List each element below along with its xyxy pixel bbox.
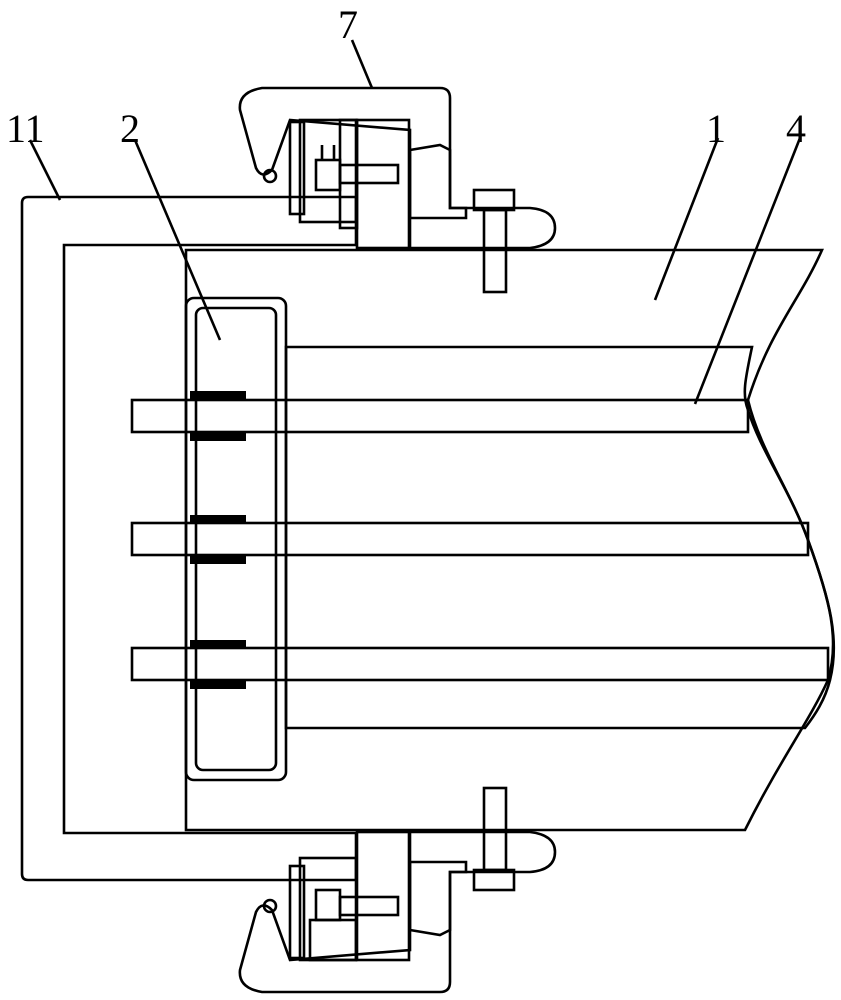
part-1-pipe-body — [184, 248, 835, 832]
bottom-seal-assembly — [238, 786, 557, 994]
label-part-2: 2 — [120, 106, 140, 151]
label-part-11: 11 — [6, 106, 45, 151]
pipe-bore — [284, 345, 836, 730]
leader-lines — [28, 39, 802, 405]
top-seal-assembly — [238, 86, 557, 294]
label-part-4: 4 — [786, 106, 806, 151]
part-2-filter — [194, 306, 278, 772]
part-4-rod-3 — [130, 646, 830, 682]
part-7-clamp — [238, 86, 468, 220]
rod-clips — [190, 391, 246, 689]
part-2-frame — [184, 296, 288, 782]
label-part-7: 7 — [338, 2, 358, 47]
label-part-1: 1 — [706, 106, 726, 151]
part-11-housing — [20, 195, 358, 882]
part-4-rod-2 — [130, 521, 810, 557]
part-4-rod-1 — [130, 398, 750, 434]
